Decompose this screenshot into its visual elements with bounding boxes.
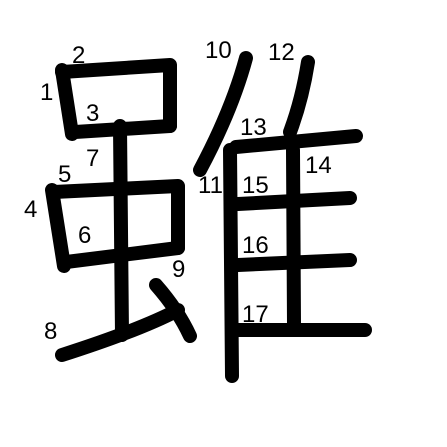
stroke-12 xyxy=(283,55,315,139)
stroke-14 xyxy=(286,143,301,332)
stroke-number-8: 8 xyxy=(44,318,57,345)
stroke-number-17: 17 xyxy=(242,301,269,328)
stroke-number-10: 10 xyxy=(205,37,232,64)
stroke-2 xyxy=(55,58,177,133)
stroke-number-3: 3 xyxy=(86,100,99,127)
stroke-number-6: 6 xyxy=(78,222,91,249)
stroke-number-5: 5 xyxy=(58,161,71,188)
stroke-number-14: 14 xyxy=(305,152,332,179)
stroke-8 xyxy=(55,303,185,362)
stroke-number-11: 11 xyxy=(198,172,223,199)
stroke-4 xyxy=(45,183,71,273)
stroke-1 xyxy=(55,63,79,141)
stroke-10 xyxy=(193,51,253,177)
stroke-7 xyxy=(113,119,129,342)
stroke-9 xyxy=(149,278,197,343)
stroke-number-13: 13 xyxy=(240,114,267,141)
stroke-number-4: 4 xyxy=(24,196,37,223)
stroke-15 xyxy=(231,191,357,211)
stroke-13 xyxy=(229,129,363,154)
stroke-number-1: 1 xyxy=(40,79,53,106)
stroke-5 xyxy=(47,179,185,255)
stroke-number-9: 9 xyxy=(172,256,185,283)
stroke-11 xyxy=(223,143,239,383)
stroke-16 xyxy=(231,253,357,272)
stroke-number-labels: 1 2 3 4 5 6 7 8 9 10 11 12 13 14 15 16 1… xyxy=(24,37,332,345)
stroke-number-15: 15 xyxy=(242,172,269,199)
stroke-number-7: 7 xyxy=(86,145,99,172)
stroke-number-2: 2 xyxy=(72,42,85,69)
stroke-number-12: 12 xyxy=(268,39,295,66)
stroke-number-16: 16 xyxy=(242,232,269,259)
